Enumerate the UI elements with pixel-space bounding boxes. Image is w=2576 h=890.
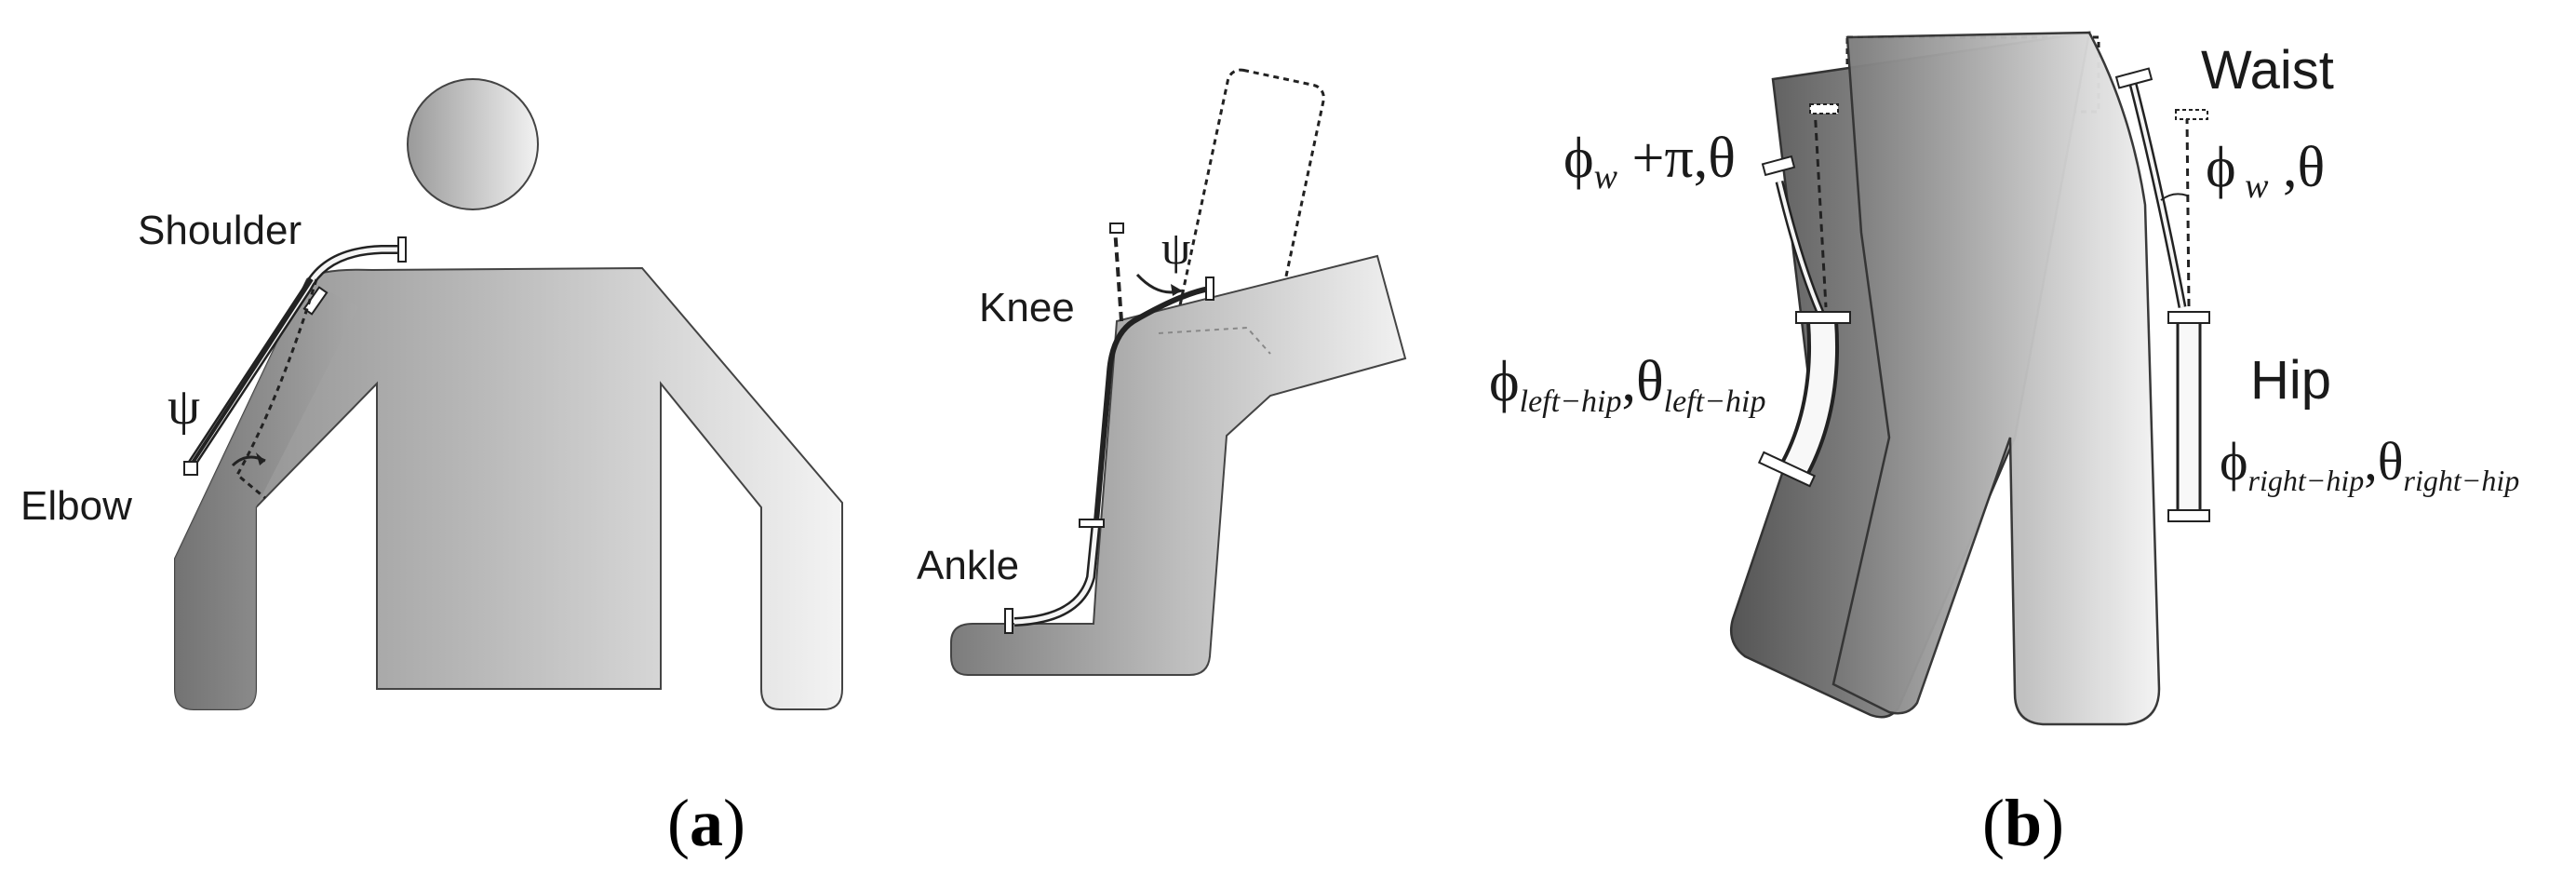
head — [407, 78, 539, 210]
right-waist-rest: ,θ — [2269, 136, 2326, 199]
left-waist-phi: ϕ — [1563, 127, 1594, 190]
left-hip-theta: θ — [1636, 350, 1664, 413]
knee-label: Knee — [979, 285, 1075, 330]
elbow-label: Elbow — [20, 483, 132, 529]
right-waist-angle: ϕ w ,θ — [2206, 136, 2325, 206]
right-hip-sep: , — [2364, 431, 2378, 492]
caption-a-open: ( — [667, 786, 690, 860]
left-waist-phi-sub: w — [1594, 157, 1618, 196]
left-hip-theta-sub: left−hip — [1664, 384, 1766, 419]
caption-a: (a) — [667, 786, 745, 860]
elbow-bend-dotted — [235, 278, 318, 500]
ankle-label: Ankle — [917, 543, 1019, 588]
caption-b-open: ( — [1982, 786, 2005, 860]
caption-a-close: ) — [723, 786, 745, 860]
upper-body-figure — [174, 78, 843, 710]
left-waist-angle: ϕw +π,θ — [1563, 127, 1736, 196]
caption-b: (b) — [1982, 786, 2064, 860]
leg-body — [950, 254, 1407, 676]
right-leg — [1831, 31, 2161, 726]
right-waist-sensor — [2114, 67, 2208, 308]
shoulder-label: Shoulder — [138, 208, 302, 253]
right-hip-phi-sub: right−hip — [2248, 464, 2365, 497]
left-arm-shading — [175, 279, 358, 709]
caption-a-letter: a — [690, 786, 723, 860]
pelvis-figure — [1729, 31, 2161, 726]
right-hip-theta-sub: right−hip — [2404, 464, 2520, 497]
seated-leg-figure — [950, 68, 1407, 676]
right-waist-phi-sub: w — [2236, 167, 2270, 206]
left-hip-angle: ϕleft−hip,θleft−hip — [1489, 350, 1766, 419]
hip-label: Hip — [2250, 350, 2331, 411]
shoulder-sensor — [183, 236, 407, 500]
knee-ankle-sensor — [1004, 222, 1214, 634]
right-hip-sensor — [2167, 311, 2210, 522]
left-waist-rest: +π,θ — [1617, 127, 1736, 190]
right-hip-theta: θ — [2378, 431, 2404, 492]
arm-psi-symbol: ψ — [168, 378, 200, 436]
right-hip-phi: ϕ — [2220, 431, 2248, 492]
caption-b-close: ) — [2042, 786, 2064, 860]
left-hip-sensor — [1757, 311, 1851, 488]
left-hip-sep: , — [1621, 350, 1636, 413]
caption-b-letter: b — [2005, 786, 2042, 860]
left-hip-phi: ϕ — [1489, 350, 1520, 413]
right-hip-angle: ϕright−hip,θright−hip — [2220, 431, 2519, 497]
right-waist-phi: ϕ — [2206, 136, 2236, 199]
leg-psi-symbol: ψ — [1161, 222, 1190, 274]
waist-label: Waist — [2201, 40, 2334, 101]
left-waist-sensor — [1761, 103, 1839, 323]
left-hip-phi-sub: left−hip — [1520, 384, 1622, 419]
